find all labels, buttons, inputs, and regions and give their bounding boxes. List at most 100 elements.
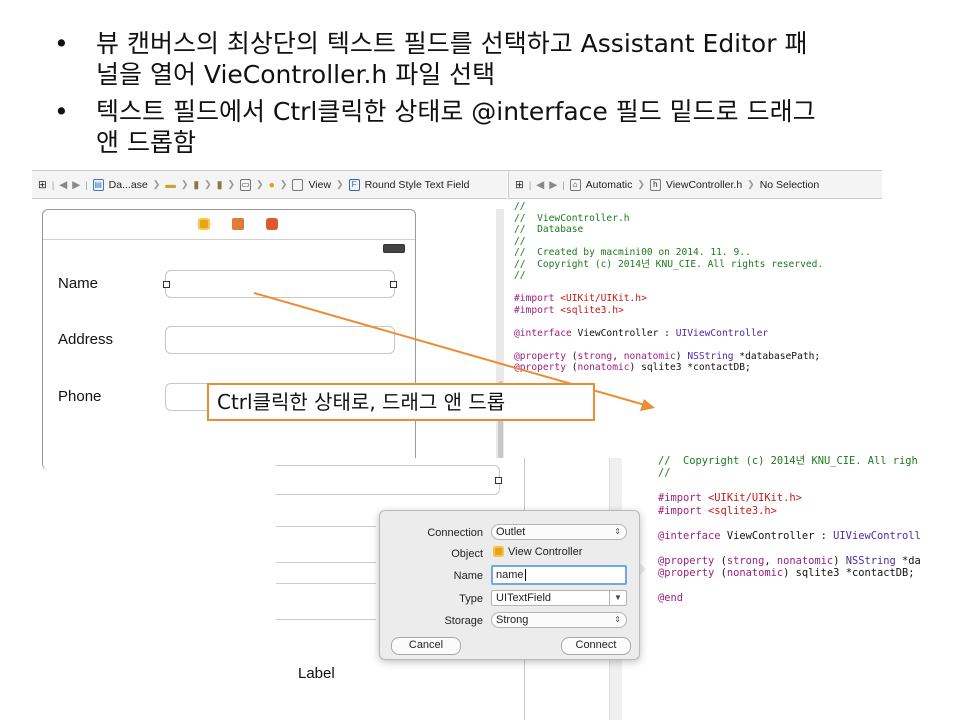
code-line[interactable]: @property (nonatomic) sqlite3 *contactDB… [514,362,751,374]
chevron-right-icon: ❯ [336,179,344,189]
connection-row: Connection Outlet ⇕ [380,524,639,544]
code-line[interactable]: // Copyright (c) 2014년 KNU_CIE. All righ [658,455,918,467]
bullet-text-line: 텍스트 필드에서 Ctrl클릭한 상태로 @interface 필드 밑드로 드… [96,97,816,126]
cancel-button[interactable]: Cancel [391,637,461,655]
object-row: Object View Controller [380,545,639,565]
resize-handle[interactable] [163,281,170,288]
bullet-text-line: 뷰 캔버스의 최상단의 텍스트 필드를 선택하고 Assistant Edito… [96,29,808,58]
chevron-right-icon: ❯ [256,179,264,189]
connection-select[interactable]: Outlet ⇕ [491,524,627,540]
code-line[interactable]: @property (strong, nonatomic) NSString *… [658,554,921,567]
updown-caret-icon: ⇕ [614,527,621,536]
battery-icon [383,244,405,253]
first-responder-icon[interactable] [232,218,244,230]
object-value-wrap: View Controller [493,546,582,558]
code-line[interactable] [658,517,938,529]
file-icon[interactable]: ▮ [193,178,200,191]
chevron-right-icon: ❯ [152,179,161,189]
name-input-value: name [496,569,524,581]
type-label: Type [459,593,483,605]
related-items-icon[interactable]: ⊞ [38,178,47,191]
view-controller-canvas: Name Address Phone [42,209,416,470]
code-line[interactable]: @interface ViewController : UIViewContro… [514,327,769,339]
code-line[interactable]: @property (strong, nonatomic) NSString *… [514,350,821,362]
scene-dock [43,210,415,240]
name-text-field[interactable] [163,270,397,298]
storage-select[interactable]: Strong ⇕ [491,612,627,628]
code-line[interactable]: // [514,235,526,247]
bullet-text-line: 널을 열어 VieController.h 파일 선택 [96,60,496,89]
view-controller-icon[interactable] [198,218,210,230]
back-arrow-icon[interactable]: ◀ [536,178,545,191]
xcode-top-screenshot: ⊞ | ◀ ▶ | ▤ Da...ase ❯ ▬ ❯ ▮ ❯ ▮ ❯ ▭ ❯ ●… [32,170,882,470]
forward-arrow-icon[interactable]: ▶ [72,178,81,191]
name-input[interactable]: name [491,565,627,585]
address-text-field[interactable] [165,326,395,354]
object-value: View Controller [508,546,583,558]
text-field-icon: F [348,178,360,191]
scene-icon[interactable]: ▭ [240,178,252,191]
name-text-field[interactable] [276,465,502,495]
connection-popover: Connection Outlet ⇕ Object View Controll… [379,510,640,660]
assistant-file[interactable]: ViewController.h [665,178,743,191]
code-line[interactable]: // ViewController.h [514,212,630,224]
code-line[interactable]: // Copyright (c) 2014년 KNU_CIE. All righ… [514,258,824,270]
file-icon[interactable]: ▮ [216,178,223,191]
code-line[interactable] [514,339,882,351]
related-items-icon[interactable]: ⊞ [515,178,524,191]
code-line[interactable]: // [514,270,526,282]
code-line[interactable]: #import <sqlite3.h> [658,504,777,517]
connect-button[interactable]: Connect [561,637,631,655]
name-label: Name [453,570,483,582]
object-label: Object [451,548,483,560]
chevron-right-icon: ❯ [180,179,189,189]
code-line[interactable] [514,282,882,294]
storage-label: Storage [444,615,483,627]
code-line[interactable]: #import <sqlite3.h> [514,304,624,316]
back-arrow-icon[interactable]: ◀ [59,178,68,191]
dropdown-arrow-icon[interactable]: ▼ [609,591,626,605]
code-line[interactable]: @interface ViewController : UIViewContro… [658,529,921,542]
chevron-right-icon: ❯ [637,179,645,189]
type-row: Type UITextField ▼ [380,590,639,610]
view-controller-icon[interactable]: ● [268,178,275,191]
jump-bar-interface-builder: ⊞ | ◀ ▶ | ▤ Da...ase ❯ ▬ ❯ ▮ ❯ ▮ ❯ ▭ ❯ ●… [32,171,507,199]
bullet-item: • 텍스트 필드에서 Ctrl클릭한 상태로 @interface 필드 밑드로… [54,96,934,158]
type-combo[interactable]: UITextField ▼ [491,590,627,606]
breadcrumb-text-field[interactable]: Round Style Text Field [364,178,470,191]
code-line[interactable]: // Created by macmini00 on 2014. 11. 9.. [514,247,751,259]
code-line[interactable] [514,316,882,328]
code-line[interactable]: @end [658,592,684,605]
assistant-mode[interactable]: Automatic [585,178,633,191]
name-row: Name name [380,565,639,587]
code-line[interactable] [658,542,938,554]
assistant-code-editor[interactable]: //// ViewController.h// Database//// Cre… [514,201,882,374]
code-line[interactable]: #import <UIKit/UIKit.h> [514,293,647,305]
divider [276,619,376,620]
chevron-right-icon: ❯ [204,179,212,189]
assistant-code-editor[interactable]: // Copyright (c) 2014년 KNU_CIE. All righ… [658,455,938,605]
bullet-dot: • [54,97,69,126]
divider [276,526,376,527]
folder-icon[interactable]: ▬ [165,178,176,191]
updown-caret-icon: ⇕ [614,615,621,624]
header-file-icon: h [649,178,661,191]
code-line[interactable] [658,580,938,592]
code-line[interactable]: #import <UIKit/UIKit.h> [658,492,802,505]
code-line[interactable]: // Database [514,224,584,236]
chevron-right-icon: ❯ [747,179,755,189]
exit-icon[interactable] [266,218,278,230]
forward-arrow-icon[interactable]: ▶ [549,178,558,191]
code-line[interactable]: @property (nonatomic) sqlite3 *contactDB… [658,567,915,580]
bullet-text-line: 앤 드롭함 [96,128,196,157]
code-line[interactable] [658,480,938,492]
resize-handle[interactable] [390,281,397,288]
code-line[interactable]: // [514,201,526,212]
connection-value: Outlet [496,526,526,538]
breadcrumb-view[interactable]: View [308,178,332,191]
divider [276,583,376,584]
resize-handle[interactable] [495,477,502,484]
breadcrumb-project[interactable]: Da...ase [108,178,148,191]
assistant-selection[interactable]: No Selection [759,178,820,191]
code-line[interactable]: // [658,467,671,480]
